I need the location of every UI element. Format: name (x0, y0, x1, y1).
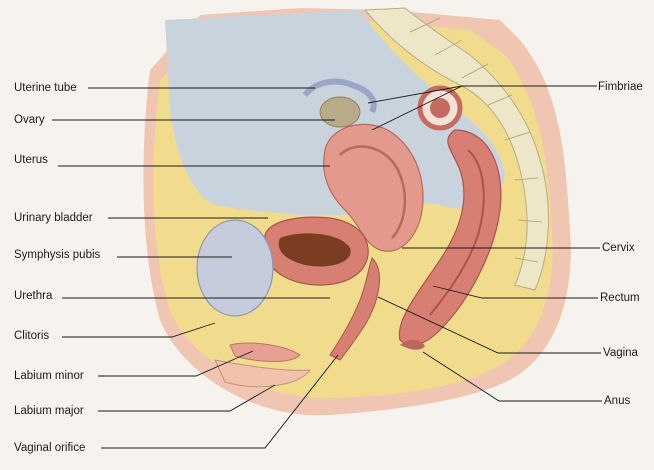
label-ovary: Ovary (14, 114, 45, 126)
ovary (320, 97, 360, 127)
label-fimbriae: Fimbriae (598, 81, 643, 93)
label-vaginal-orifice: Vaginal orifice (14, 442, 85, 454)
label-cervix: Cervix (602, 242, 635, 254)
label-labium-major: Labium major (14, 405, 84, 417)
label-urethra: Urethra (14, 290, 53, 302)
label-symphysis-pubis: Symphysis pubis (14, 249, 101, 261)
label-labium-minor: Labium minor (14, 370, 84, 382)
symphysis-pubis (197, 220, 273, 316)
label-vagina: Vagina (603, 347, 639, 359)
label-uterine-tube: Uterine tube (14, 82, 77, 94)
label-rectum: Rectum (600, 292, 640, 304)
label-uterus: Uterus (14, 154, 48, 166)
label-clitoris: Clitoris (14, 330, 49, 342)
label-urinary-bladder: Urinary bladder (14, 212, 93, 224)
label-anus: Anus (604, 395, 630, 407)
colon-lumen (430, 98, 450, 118)
